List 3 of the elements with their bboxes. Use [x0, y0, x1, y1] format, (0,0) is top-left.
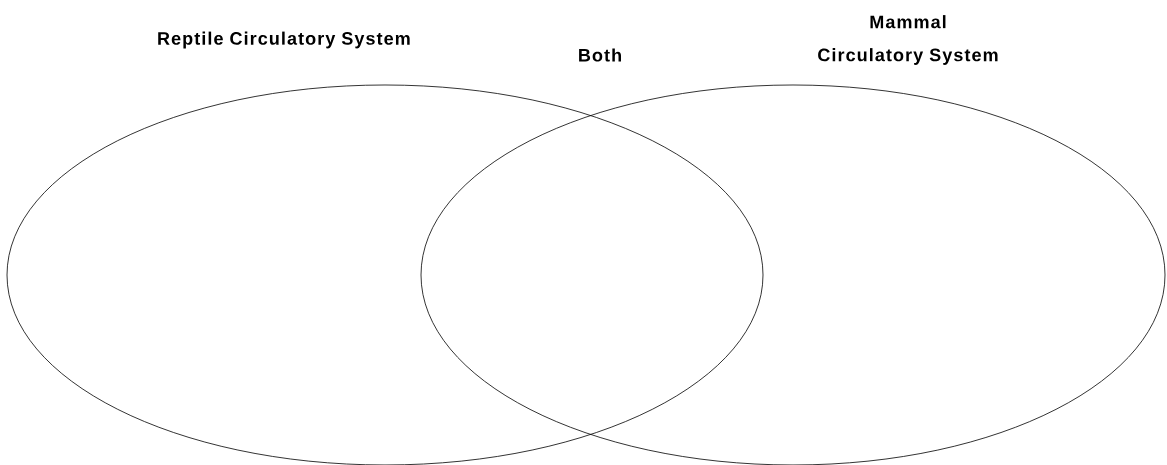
circle-heading: Mammal Circulatory System — [818, 15, 998, 65]
circle-heading: Reptile Circulatory System — [158, 31, 410, 49]
overlap-label: Both — [579, 48, 621, 62]
